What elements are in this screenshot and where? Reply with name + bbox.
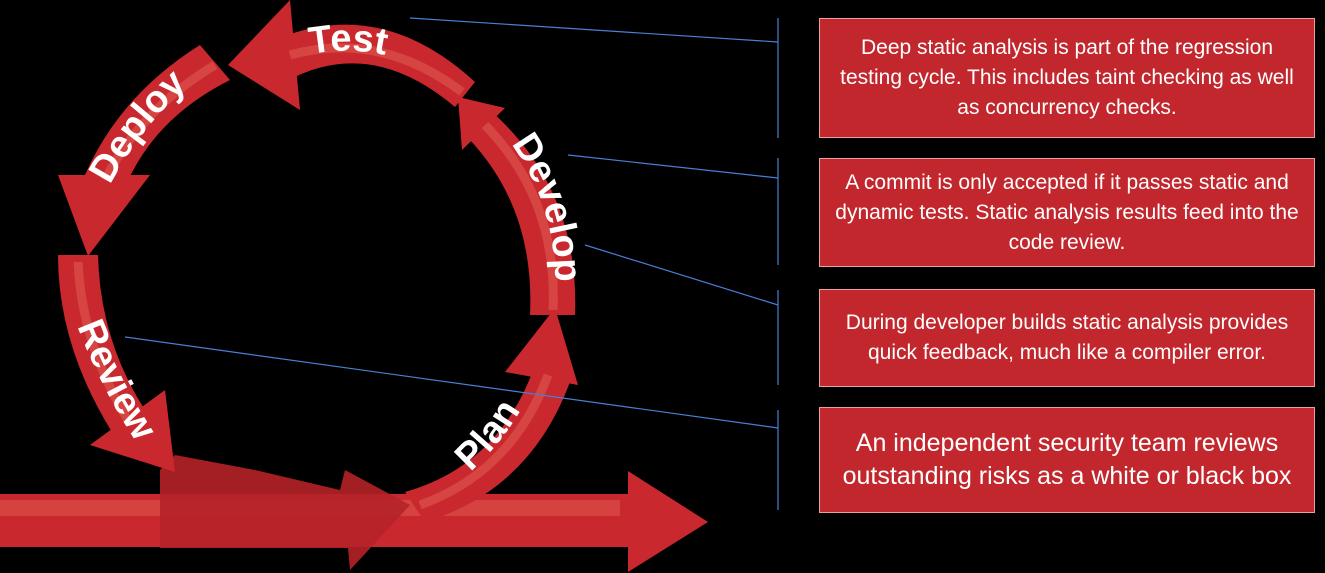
callout-build-text: During developer builds static analysis … xyxy=(845,311,1289,364)
callout-test-text: Deep static analysis is part of the regr… xyxy=(840,36,1294,119)
callout-test: Deep static analysis is part of the regr… xyxy=(819,18,1315,138)
callout-build: During developer builds static analysis … xyxy=(819,289,1315,387)
connector-review xyxy=(124,336,779,429)
connector-develop xyxy=(567,154,779,179)
stage-label-review: Review xyxy=(69,314,165,448)
connector-build xyxy=(584,244,779,306)
connector-lines xyxy=(124,17,779,510)
callout-review-text: An independent security team reviews out… xyxy=(842,429,1292,490)
callout-review: An independent security team reviews out… xyxy=(819,407,1315,513)
deploy-arrow xyxy=(58,45,230,256)
baseline-arrow xyxy=(0,455,708,572)
test-arrow xyxy=(228,0,475,110)
callout-develop-text: A commit is only accepted if it passes s… xyxy=(835,170,1299,254)
connector-test xyxy=(409,17,779,43)
stage-label-test: Test xyxy=(306,18,391,64)
develop-arrow xyxy=(458,97,576,315)
plan-arrow xyxy=(405,308,578,522)
review-arrow xyxy=(58,255,175,472)
callout-develop: A commit is only accepted if it passes s… xyxy=(819,158,1315,267)
stage-label-deploy: Deploy xyxy=(81,61,193,189)
